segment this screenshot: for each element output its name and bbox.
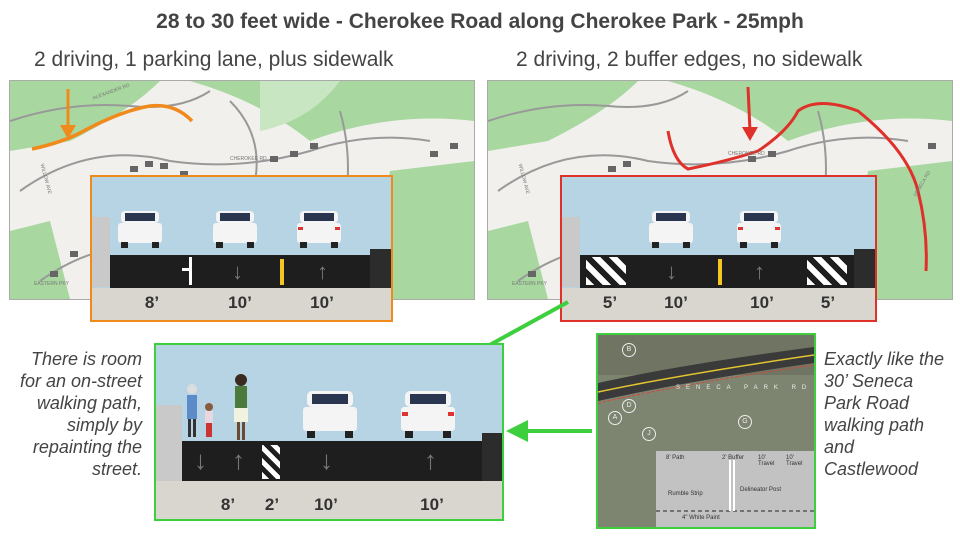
down-arrow-icon: ↓ <box>232 259 243 284</box>
right-note: Exactly like the 30’ Seneca Park Road wa… <box>824 349 945 479</box>
marker-a: A <box>608 411 622 425</box>
up-arrow-icon: ↑ <box>232 445 245 475</box>
width-label: 5’ <box>602 293 618 312</box>
arrow-head <box>506 420 528 442</box>
pedestrian-icon <box>234 374 248 440</box>
bottom-roadway <box>182 441 482 481</box>
buffer-hatch-left <box>586 257 626 285</box>
diagram-buffer-label: 2' Buffer <box>722 455 745 461</box>
down-arrow-icon: ↓ <box>666 259 677 284</box>
bottom-wall <box>156 405 182 489</box>
diagram-paint-label: 4" White Paint <box>682 515 720 521</box>
right-ruler: 5’ 10’ 10’ 5’ <box>562 288 875 320</box>
aerial-photo-graphic <box>598 335 814 527</box>
left-curb <box>370 249 391 288</box>
map-label-eastern: EASTERN PKY <box>34 281 70 287</box>
bottom-ruler: 8’ 2’ 10’ 10’ <box>156 481 502 519</box>
center-line <box>280 259 284 285</box>
width-label: 10’ <box>420 495 444 514</box>
width-label: 8’ <box>144 293 160 312</box>
car-icon <box>213 211 257 248</box>
bottom-cross-section: ↓ ↑ ↓ ↑ 8’ 2’ 10’ 10’ <box>154 343 504 521</box>
left-cross-section: ↓ ↑ 8’ 10’ 10’ <box>90 175 393 322</box>
left-note: There is room for an on-street walking p… <box>19 349 142 479</box>
marker-g: G <box>738 415 752 429</box>
car-icon <box>649 211 693 248</box>
up-arrow-icon: ↑ <box>424 445 437 475</box>
right-panel-heading: 2 driving, 2 buffer edges, no sidewalk <box>516 48 863 71</box>
car-icon <box>118 211 162 248</box>
width-label: 2’ <box>264 495 280 514</box>
left-wall <box>92 217 110 287</box>
width-label: 8’ <box>220 495 236 514</box>
map-label-eastern: EASTERN PKY <box>512 281 548 287</box>
left-map: ALEXANDER RD CHEROKEE RD WILLOW AVE EAST… <box>9 80 475 300</box>
marker-b: B <box>622 343 636 357</box>
diagram-travel-label: 10' Travel <box>786 455 803 467</box>
map-label-cherokee: CHEROKEE RD <box>230 156 267 162</box>
center-line <box>718 259 722 285</box>
parking-tick <box>182 268 190 271</box>
car-icon <box>737 211 781 248</box>
left-panel-heading: 2 driving, 1 parking lane, plus sidewalk <box>34 48 394 71</box>
diagram-rumble-label: Rumble Strip <box>668 491 703 497</box>
width-label: 10’ <box>310 293 334 312</box>
buffer-hatch-right <box>807 257 847 285</box>
buffer-hatch <box>262 445 280 479</box>
width-label: 5’ <box>820 293 836 312</box>
page-title: 28 to 30 feet wide - Cherokee Road along… <box>156 10 804 33</box>
right-wall <box>562 217 580 287</box>
marker-d: D <box>622 399 636 413</box>
width-label: 10’ <box>228 293 252 312</box>
diagram-travel-label: 10' Travel <box>758 455 775 467</box>
marker-j: J <box>642 427 656 441</box>
car-icon <box>303 391 357 438</box>
up-arrow-icon: ↑ <box>317 259 328 284</box>
car-icon <box>401 391 455 438</box>
left-roadway <box>110 255 370 288</box>
width-label: 10’ <box>314 495 338 514</box>
map-label-cherokee: CHEROKEE RD <box>728 151 765 157</box>
seneca-photo: SENECA PARK RD B D A J G 8' Path 2' Buff… <box>596 333 816 529</box>
down-arrow-icon: ↓ <box>320 445 333 475</box>
up-arrow-icon: ↑ <box>754 259 765 284</box>
down-arrow-icon: ↓ <box>194 445 207 475</box>
right-cross-section: ↓ ↑ 5’ 10’ 10’ 5’ <box>560 175 877 322</box>
right-curb <box>854 249 875 288</box>
pedestrian-icon <box>187 384 213 437</box>
diagram-path-label: 8' Path <box>666 455 685 461</box>
bottom-curb <box>482 433 502 481</box>
photo-road-label: SENECA PARK RD <box>676 385 813 391</box>
diagram-delineator-label: Delineator Post <box>740 487 782 493</box>
width-label: 10’ <box>664 293 688 312</box>
width-label: 10’ <box>750 293 774 312</box>
car-icon <box>297 211 341 248</box>
left-ruler: 8’ 10’ 10’ <box>92 288 391 320</box>
parking-line <box>189 257 192 285</box>
